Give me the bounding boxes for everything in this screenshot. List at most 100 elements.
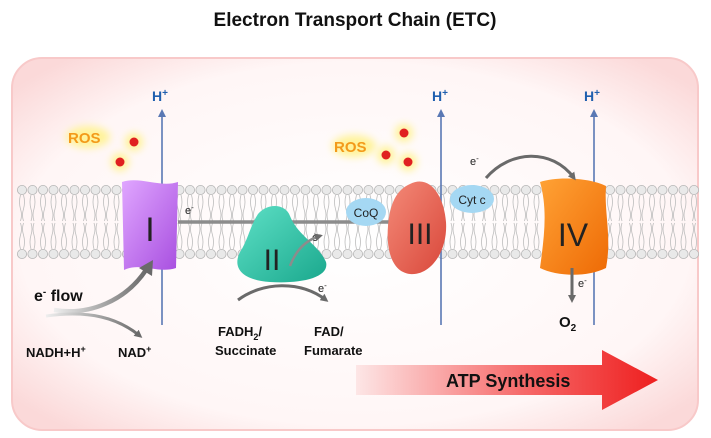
lipid-head	[636, 248, 647, 259]
lipid-tail	[313, 194, 319, 222]
background-panel	[11, 57, 699, 431]
lipid-tail	[208, 222, 214, 250]
lipid-tail	[61, 194, 67, 222]
lipid-tail	[691, 194, 697, 222]
lipid-tail	[19, 194, 25, 222]
lipid-head	[27, 248, 38, 259]
lipid-tail	[533, 222, 540, 250]
lipid-tail	[617, 194, 624, 222]
lipid-tail	[40, 222, 46, 250]
lipid-tail	[659, 222, 666, 250]
lipid-tail	[302, 194, 309, 222]
lipid-tail	[113, 222, 120, 250]
lipid-tail	[344, 222, 351, 250]
lipid-tail	[502, 194, 508, 222]
lipid-head	[195, 248, 206, 259]
nad-arrow	[45, 312, 143, 338]
lipid-tail	[638, 194, 645, 222]
lipid-head	[59, 184, 70, 195]
lipid-head	[184, 184, 195, 195]
lipid-tail	[323, 194, 330, 222]
electron-label-cytc: e-	[470, 154, 479, 168]
lipid-tail	[502, 222, 508, 250]
lipid-tail	[649, 194, 655, 222]
lipid-head	[247, 184, 258, 195]
lipid-tail	[29, 222, 36, 250]
lipid-head	[90, 184, 101, 195]
lipid-head	[668, 184, 679, 195]
lipid-head	[184, 248, 195, 259]
lipid-tail	[365, 222, 372, 250]
complex-I-shape	[122, 180, 178, 270]
lipid-head	[510, 184, 521, 195]
ros-group-right: ROS	[332, 124, 417, 171]
lipid-tail	[71, 222, 78, 250]
lipid-head	[626, 184, 637, 195]
lipid-tail	[649, 222, 655, 250]
lipid-tail	[470, 222, 477, 250]
lipid-head	[363, 184, 374, 195]
lipid-tail	[628, 194, 634, 222]
lipid-tail	[187, 194, 193, 222]
lipid-tail	[82, 194, 88, 222]
lipid-tail	[29, 194, 36, 222]
proton-label-IV: H+	[584, 88, 600, 104]
lipid-tail	[82, 222, 88, 250]
lipid-head	[457, 248, 468, 259]
nad-label: NAD+	[118, 344, 151, 360]
electron-label-I: e-	[185, 203, 194, 217]
lipid-tail	[376, 222, 382, 250]
electron-arrow-II	[288, 233, 323, 267]
lipid-tail	[218, 222, 225, 250]
lipid-head	[111, 248, 122, 259]
lipid-head	[268, 184, 279, 195]
lipid-head	[237, 184, 248, 195]
complex-III-label: III	[407, 218, 432, 251]
lipid-tail	[239, 194, 246, 222]
coq-carrier	[346, 198, 386, 226]
lipid-head	[363, 248, 374, 259]
lipid-head	[195, 184, 206, 195]
lipid-tail	[19, 222, 25, 250]
lipid-head	[615, 184, 626, 195]
lipid-tail	[197, 194, 204, 222]
lipid-tail	[92, 222, 99, 250]
lipid-head	[384, 184, 395, 195]
lipid-head	[321, 248, 332, 259]
lipid-tail	[292, 194, 298, 222]
fumarate-label: Fumarate	[304, 343, 363, 358]
cytc-label: Cyt c	[458, 193, 485, 207]
lipid-tail	[50, 194, 57, 222]
lipid-tail	[229, 194, 235, 222]
lipid-tail	[628, 222, 634, 250]
lipid-tail	[323, 222, 330, 250]
lipid-head	[531, 248, 542, 259]
lipid-head	[80, 184, 91, 195]
lipid-head	[38, 248, 49, 259]
cytc-carrier	[450, 185, 494, 213]
lipid-head	[205, 184, 216, 195]
lipid-head	[510, 248, 521, 259]
lipid-head	[101, 248, 112, 259]
lipid-head	[69, 184, 80, 195]
lipid-head	[342, 248, 353, 259]
lipid-head	[647, 184, 658, 195]
lipid-head	[615, 248, 626, 259]
lipid-head	[489, 248, 500, 259]
complex-II-shape	[237, 205, 327, 283]
lipid-tail	[40, 194, 46, 222]
lipid-head	[48, 248, 59, 259]
lipid-tail	[103, 194, 109, 222]
atp-synthesis-arrow	[356, 350, 658, 410]
lipid-head	[605, 184, 616, 195]
ros-label: ROS	[334, 139, 367, 156]
lipid-head	[258, 184, 269, 195]
lipid-head	[499, 248, 510, 259]
lipid-head	[69, 248, 80, 259]
nadh-label: NADH+H+	[26, 344, 86, 360]
fadh2-arrow	[237, 284, 329, 302]
lipid-head	[205, 248, 216, 259]
lipid-head	[468, 248, 479, 259]
lipid-tail	[250, 194, 256, 222]
